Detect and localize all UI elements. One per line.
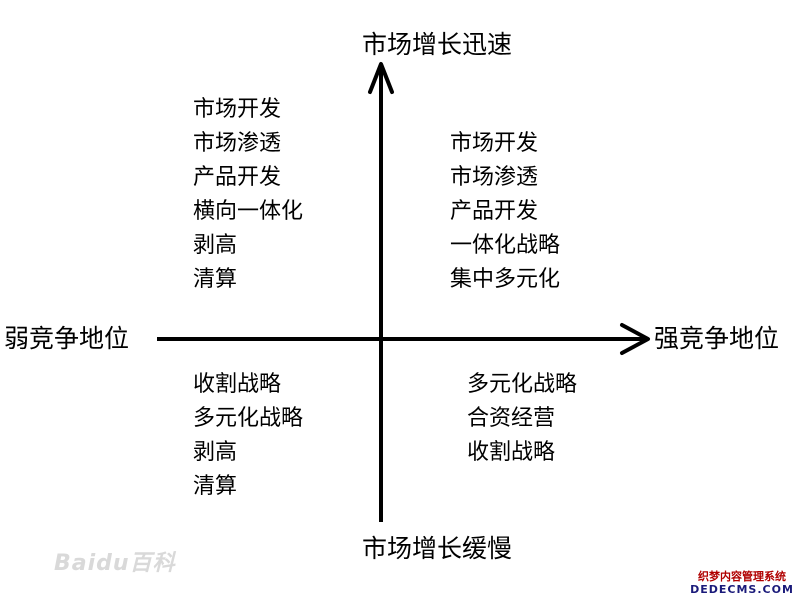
- strategy-item: 市场渗透: [450, 165, 539, 190]
- strategy-item: 合资经营: [467, 406, 556, 431]
- strategy-item: 产品开发: [450, 199, 539, 224]
- quadrant-bottom-left: 收割战略 多元化战略 剥高 清算: [193, 368, 303, 504]
- strategy-item: 横向一体化: [193, 199, 304, 224]
- strategy-item: 市场渗透: [193, 131, 282, 156]
- strategy-item: 多元化战略: [193, 406, 304, 431]
- strategy-item: 市场开发: [450, 131, 539, 156]
- watermark-line-1: 织梦内容管理系统: [698, 570, 786, 583]
- strategy-item: 收割战略: [193, 372, 282, 397]
- strategy-item: 剥高: [193, 440, 238, 465]
- axis-label-bottom: 市场增长缓慢: [362, 534, 513, 563]
- strategy-item: 清算: [193, 267, 238, 292]
- right-arrow-icon: [620, 323, 650, 355]
- strategy-item: 市场开发: [193, 97, 282, 122]
- strategy-item: 剥高: [193, 233, 238, 258]
- baidu-watermark: Baidu百科: [54, 551, 176, 576]
- axis-label-right: 强竞争地位: [654, 324, 780, 353]
- strategy-item: 清算: [193, 474, 238, 499]
- axis-label-left: 弱竞争地位: [4, 324, 130, 353]
- strategy-item: 产品开发: [193, 165, 282, 190]
- dedecms-watermark: 织梦内容管理系统 DEDECMS.COM: [688, 570, 796, 596]
- watermark-line-2: DEDECMS.COM: [690, 583, 794, 596]
- strategy-item: 集中多元化: [450, 267, 561, 292]
- strategy-item: 一体化战略: [450, 233, 561, 258]
- up-arrow-icon: [368, 62, 394, 94]
- strategy-item: 多元化战略: [467, 372, 578, 397]
- quadrant-top-left: 市场开发 市场渗透 产品开发 横向一体化 剥高 清算: [193, 93, 303, 297]
- quadrant-bottom-right: 多元化战略 合资经营 收割战略: [467, 368, 577, 470]
- strategy-item: 收割战略: [467, 440, 556, 465]
- axis-label-top: 市场增长迅速: [362, 30, 513, 59]
- quadrant-top-right: 市场开发 市场渗透 产品开发 一体化战略 集中多元化: [450, 127, 560, 297]
